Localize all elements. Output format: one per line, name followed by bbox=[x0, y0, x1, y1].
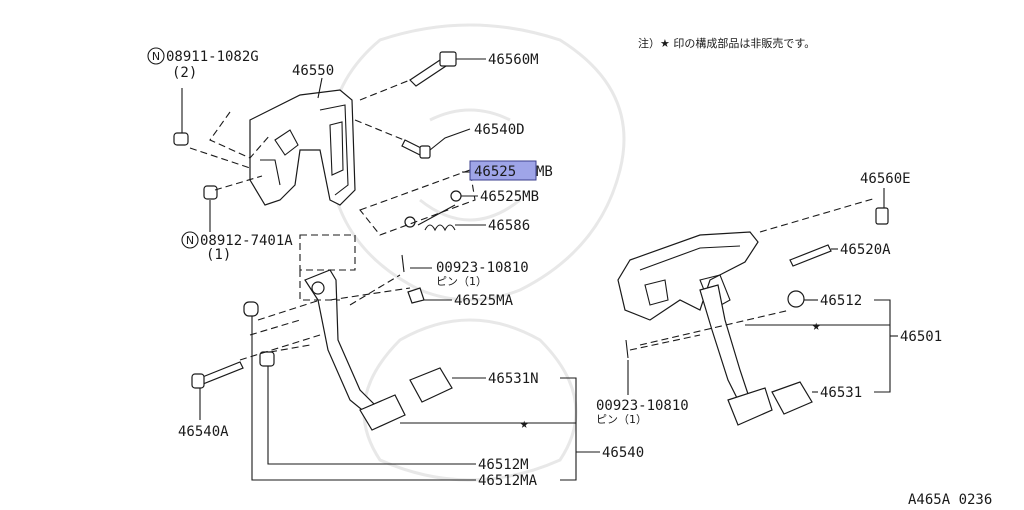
label-pin-qty-left: ピン（1） bbox=[436, 275, 487, 288]
pin-left bbox=[401, 254, 405, 273]
label-46586[interactable]: 46586 bbox=[488, 218, 530, 234]
svg-text:N: N bbox=[152, 50, 160, 63]
label-46520A[interactable]: 46520A bbox=[840, 242, 891, 258]
svg-text:N: N bbox=[186, 234, 194, 247]
spring-46586 bbox=[417, 204, 456, 232]
nut-upper bbox=[173, 132, 189, 146]
label-46531N[interactable]: 46531N bbox=[488, 371, 539, 387]
label-08911-1082G[interactable]: 08911-1082G bbox=[166, 49, 259, 65]
label-46525MB-highlighted-suffix: MB bbox=[536, 164, 553, 180]
label-pin-qty-right: ピン（1） bbox=[596, 413, 647, 426]
bushing-46512MA bbox=[243, 301, 259, 317]
brake-pedal-arm bbox=[699, 284, 773, 426]
n-marker-2: N bbox=[181, 231, 199, 249]
note-text: 注）★ 印の構成部品は非販売です。 bbox=[638, 36, 815, 50]
label-46550[interactable]: 46550 bbox=[292, 63, 334, 79]
n-marker-1: N bbox=[147, 47, 165, 65]
bolt-46560E bbox=[875, 207, 889, 225]
bushing-46512 bbox=[787, 290, 805, 308]
label-08912-7401A[interactable]: 08912-7401A bbox=[200, 233, 293, 249]
label-00923-10810-right[interactable]: 00923-10810 bbox=[596, 398, 689, 414]
label-46560M[interactable]: 46560M bbox=[488, 52, 539, 68]
star-marker-left: ★ bbox=[520, 416, 529, 432]
label-qty-2: (2) bbox=[172, 65, 197, 81]
bushing-46512M bbox=[259, 351, 275, 367]
label-46531[interactable]: 46531 bbox=[820, 385, 862, 401]
diagram-code: A465A 0236 bbox=[908, 492, 992, 508]
label-46540[interactable]: 46540 bbox=[602, 445, 644, 461]
label-46501[interactable]: 46501 bbox=[900, 329, 942, 345]
label-46540D[interactable]: 46540D bbox=[474, 122, 525, 138]
label-46525MB-highlighted[interactable]: 46525 bbox=[474, 164, 516, 180]
bolt-46560M bbox=[409, 51, 457, 87]
pedal-pad-46531N bbox=[409, 367, 453, 403]
bolt-46540D bbox=[401, 139, 431, 159]
label-46560E[interactable]: 46560E bbox=[860, 171, 911, 187]
label-46512[interactable]: 46512 bbox=[820, 293, 862, 309]
bolt-46540A bbox=[191, 361, 244, 389]
bracket-46550 bbox=[249, 89, 356, 206]
label-qty-1: (1) bbox=[206, 247, 231, 263]
highlight-box bbox=[469, 160, 537, 181]
nut-lower bbox=[203, 185, 218, 200]
label-46525MB[interactable]: 46525MB bbox=[480, 189, 539, 205]
label-46540A[interactable]: 46540A bbox=[178, 424, 229, 440]
pedal-pad-46531 bbox=[771, 381, 813, 415]
label-46512MA[interactable]: 46512MA bbox=[478, 473, 538, 489]
bracket-46501 bbox=[617, 231, 759, 321]
label-46512M[interactable]: 46512M bbox=[478, 457, 529, 473]
star-marker-right: ★ bbox=[812, 318, 821, 334]
label-00923-10810-left[interactable]: 00923-10810 bbox=[436, 260, 529, 276]
clutch-pedal-arm bbox=[304, 269, 406, 431]
label-46525MA[interactable]: 46525MA bbox=[454, 293, 514, 309]
bolt-46520A bbox=[789, 244, 832, 267]
